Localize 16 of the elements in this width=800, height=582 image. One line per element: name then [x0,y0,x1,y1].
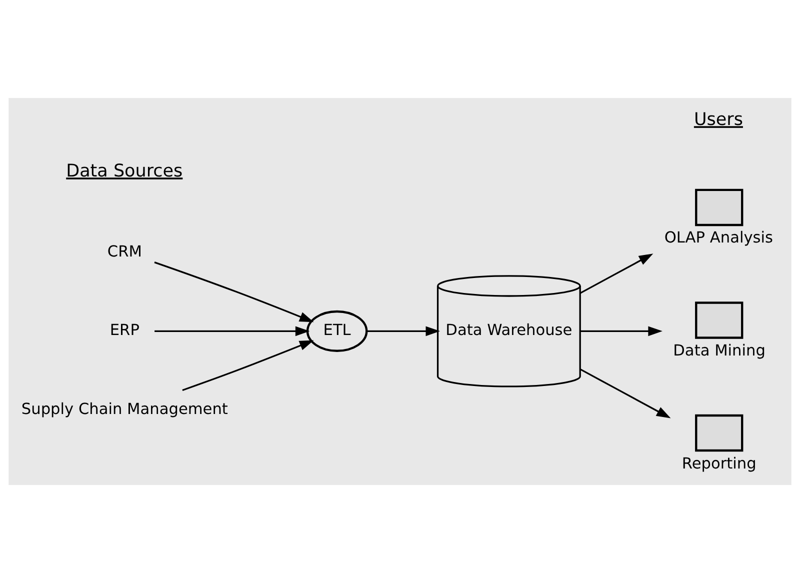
arrow [182,340,314,390]
arrow [580,326,662,336]
label: Data Sources [66,161,183,182]
node-text: CRM [107,242,142,260]
label: Users [694,110,743,130]
node-text: Supply Chain Management [21,400,228,418]
node-label: Reporting [682,454,756,472]
node-label: Data Mining [673,340,766,359]
node-label: OLAP Analysis [664,228,773,246]
arrow [580,368,671,418]
arrow [154,261,314,322]
arrow [366,326,440,336]
node-ellipse: ETL [306,310,368,352]
arrow [154,326,310,336]
arrow [580,253,654,294]
node-text: ERP [110,320,140,339]
